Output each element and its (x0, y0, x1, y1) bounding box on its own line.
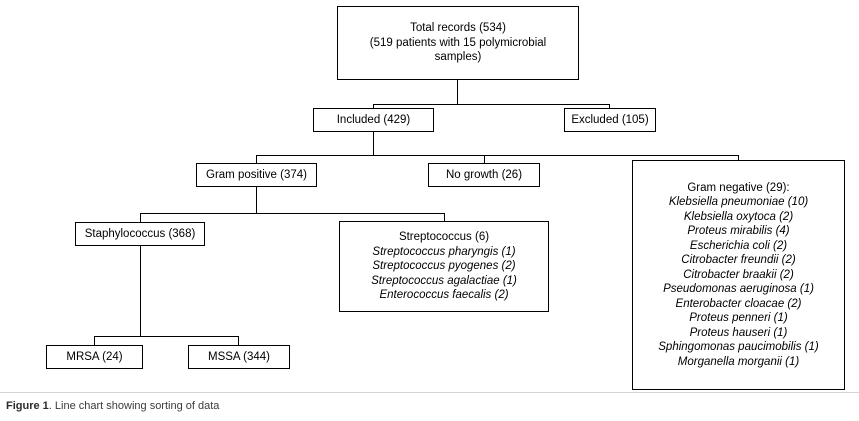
node-no-growth[interactable]: No growth (26) (428, 163, 540, 187)
node-streptococcus[interactable]: Streptococcus (6) Streptococcus pharyngi… (339, 221, 549, 312)
connector-down-to-streptococcus (444, 213, 445, 222)
gram-negative-item-4: Escherichia coli (2) (689, 239, 788, 252)
figure-caption-label: Figure 1 (6, 400, 49, 412)
node-excluded[interactable]: Excluded (105) (564, 108, 656, 132)
streptococcus-item-4: Enterococcus faecalis (2) (379, 289, 509, 302)
gram-negative-item-1: Klebsiella pneumoniae (10) (668, 196, 809, 209)
gram-positive-label: Gram positive (374) (206, 168, 307, 181)
total-records-line-1: Total records (534) (410, 22, 506, 35)
connector-down-to-gram-negative (738, 155, 739, 161)
node-gram-negative[interactable]: Gram negative (29): Klebsiella pneumonia… (632, 160, 845, 390)
connector-split-level3 (256, 155, 738, 156)
caption-divider (0, 392, 859, 393)
gram-negative-item-7: Pseudomonas aeruginosa (1) (663, 283, 814, 296)
gram-negative-item-10: Proteus hauseri (1) (689, 326, 788, 339)
node-total-records[interactable]: Total records (534) (519 patients with 1… (337, 6, 579, 80)
figure-caption: Figure 1. Line chart showing sorting of … (6, 399, 219, 414)
node-gram-positive[interactable]: Gram positive (374) (196, 163, 317, 187)
node-mssa[interactable]: MSSA (344) (188, 345, 290, 369)
streptococcus-item-3: Streptococcus agalactiae (1) (371, 274, 517, 287)
node-staphylococcus[interactable]: Staphylococcus (368) (75, 222, 205, 246)
connector-down-to-excluded (609, 104, 610, 109)
connector-staphylococcus-to-split (140, 245, 141, 336)
connector-down-to-gram-positive (256, 155, 257, 164)
gram-negative-header: Gram negative (29): (687, 181, 790, 194)
gram-negative-item-12: Morganella morganii (1) (677, 355, 800, 368)
connector-down-to-included (373, 104, 374, 109)
gram-negative-item-5: Citrobacter freundii (2) (681, 254, 796, 267)
total-records-line-2: (519 patients with 15 polymicrobial (369, 36, 547, 49)
connector-included-to-split (373, 131, 374, 155)
streptococcus-item-1: Streptococcus pharyngis (1) (372, 245, 516, 258)
connector-down-to-no-growth (484, 155, 485, 164)
staphylococcus-label: Staphylococcus (368) (84, 227, 196, 240)
gram-negative-item-3: Proteus mirabilis (4) (687, 225, 790, 238)
node-mrsa[interactable]: MRSA (24) (46, 345, 143, 369)
connector-split-level4 (140, 213, 445, 214)
gram-negative-item-6: Citrobacter braakii (2) (683, 268, 794, 281)
connector-total-to-split (457, 80, 458, 104)
connector-split-level5 (94, 336, 239, 337)
gram-negative-item-8: Enterobacter cloacae (2) (675, 297, 802, 310)
gram-negative-item-11: Sphingomonas paucimobilis (1) (658, 341, 819, 354)
connector-down-to-mssa (238, 336, 239, 345)
connector-gram-positive-to-split (256, 186, 257, 213)
connector-down-to-mrsa (94, 336, 95, 345)
mrsa-label: MRSA (24) (66, 350, 123, 363)
mssa-label: MSSA (344) (208, 350, 270, 363)
gram-negative-item-9: Proteus penneri (1) (689, 312, 788, 325)
gram-negative-item-2: Klebsiella oxytoca (2) (683, 210, 794, 223)
included-label: Included (429) (336, 113, 411, 126)
excluded-label: Excluded (105) (571, 113, 649, 126)
total-records-line-3: samples) (434, 51, 482, 64)
no-growth-label: No growth (26) (445, 168, 523, 181)
connector-down-to-staphylococcus (140, 213, 141, 222)
node-included[interactable]: Included (429) (313, 108, 434, 132)
connector-split-included-excluded (373, 104, 610, 105)
streptococcus-header: Streptococcus (6) (398, 231, 490, 244)
figure-caption-text: . Line chart showing sorting of data (48, 400, 220, 412)
streptococcus-item-2: Streptococcus pyogenes (2) (372, 260, 516, 273)
